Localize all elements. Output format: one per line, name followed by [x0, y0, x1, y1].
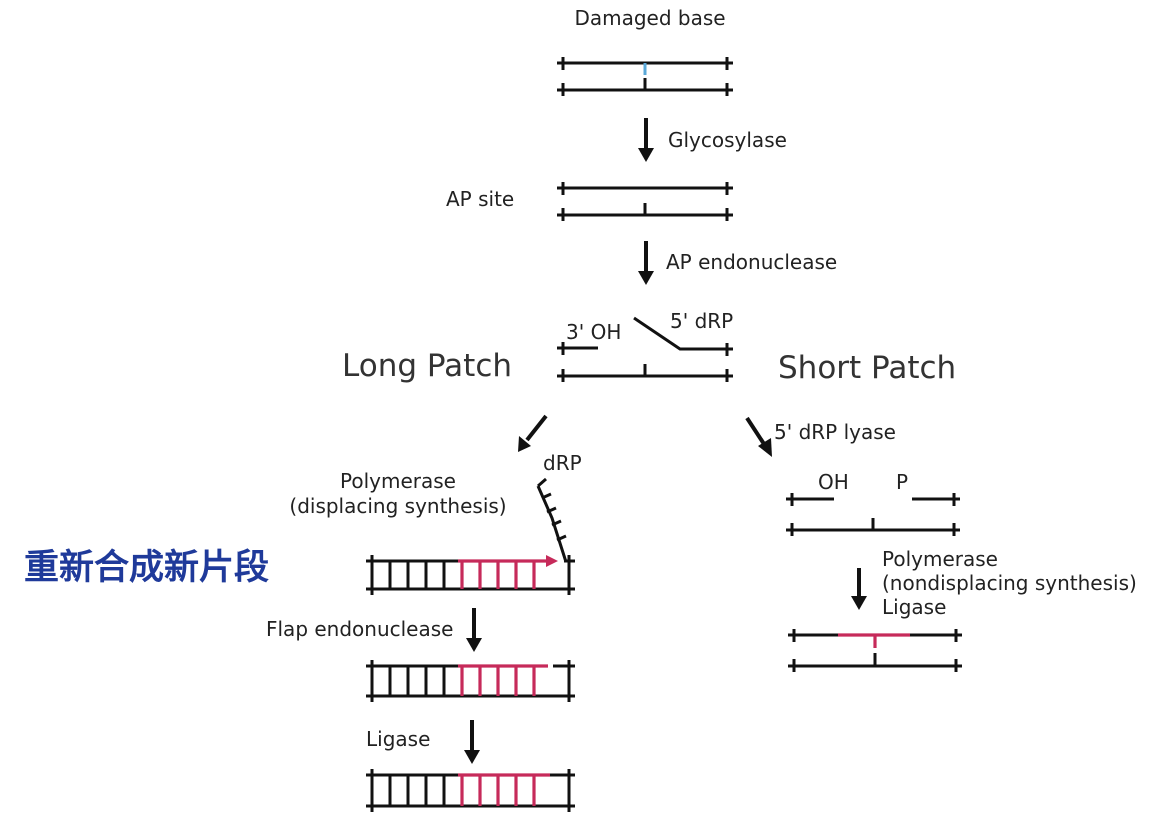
arrow-polymerase-nondisplacing [851, 568, 867, 610]
label-polymerase-displacing-1: Polymerase [340, 469, 456, 493]
label-glycosylase: Glycosylase [668, 128, 787, 152]
arrow-to-long-patch [518, 414, 548, 452]
arrow-ap-endonuclease [638, 241, 654, 285]
label-oh: OH [818, 470, 849, 494]
label-ligase-long: Ligase [366, 727, 430, 751]
dna-damaged [557, 57, 733, 96]
label-ap-site: AP site [446, 187, 514, 211]
label-ap-endonuclease: AP endonuclease [666, 250, 837, 274]
dna-nicked [557, 316, 733, 382]
label-p: P [896, 470, 908, 494]
dna-long-ligated [366, 769, 575, 812]
label-drp-lyase: 5' dRP lyase [774, 420, 896, 444]
label-long-patch: Long Patch [342, 348, 512, 384]
annotation-resynthesize: 重新合成新片段 [24, 547, 269, 588]
label-short-patch: Short Patch [778, 350, 956, 386]
label-polymerase-displacing-2: (displacing synthesis) [289, 494, 506, 518]
dna-ap-site [557, 182, 733, 221]
dna-long-flap-removed [366, 660, 575, 702]
label-polymerase-nondisplacing-2: (nondisplacing synthesis) [882, 571, 1137, 595]
arrow-glycosylase [638, 118, 654, 162]
arrow-to-short-patch [745, 416, 772, 457]
label-ligase-short: Ligase [882, 595, 946, 619]
dna-long-displacing [366, 477, 575, 595]
label-3-oh: 3' OH [566, 320, 621, 344]
label-flap-endonuclease: Flap endonuclease [266, 617, 453, 641]
label-damaged-base: Damaged base [574, 6, 725, 30]
dna-short-repaired [788, 629, 962, 672]
dna-short-gap [786, 493, 960, 536]
arrow-flap-endonuclease [466, 608, 482, 652]
label-5-drp: 5' dRP [670, 309, 733, 333]
label-polymerase-nondisplacing-1: Polymerase [882, 547, 998, 571]
arrow-ligase-long [464, 720, 480, 764]
label-drp: dRP [543, 451, 582, 475]
